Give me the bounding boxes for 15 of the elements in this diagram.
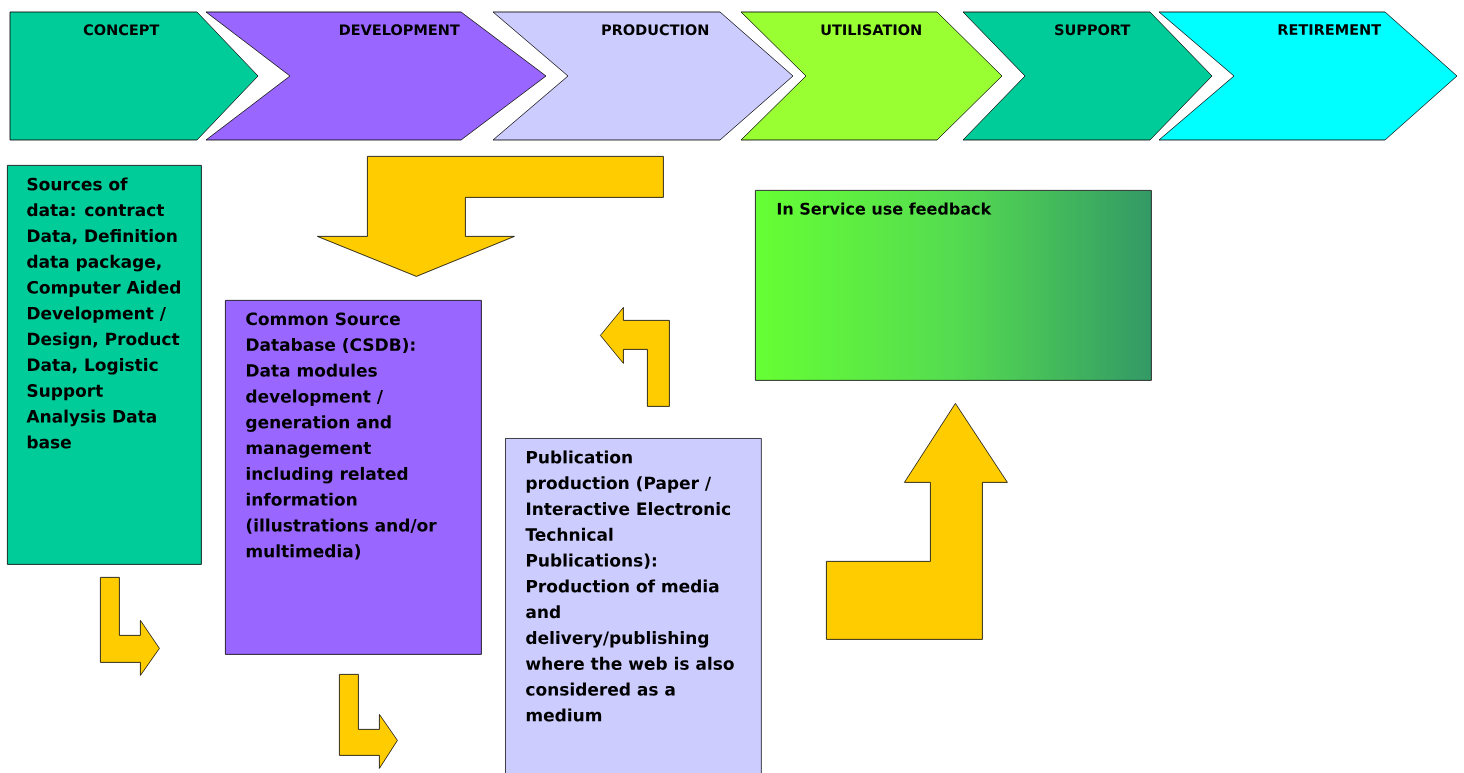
phase-banner: RETIREMENT	[1158, 11, 1458, 141]
phase-banner: SUPPORT	[962, 11, 1213, 141]
phase-banner: DEVELOPMENT	[205, 11, 547, 141]
block-arrow	[100, 577, 160, 676]
block-arrow	[317, 156, 664, 277]
text-box: Sources of data: contract Data, Definition data package, Computer Aided Development / Design, Product Data, Logistic Support Analysis Data base	[7, 165, 202, 565]
block-arrow	[339, 674, 398, 769]
block-arrow	[600, 307, 670, 407]
text-box: Common Source Database (CSDB): Data modules development / generation and management including related information (illustrations and/or multimedia)	[225, 300, 482, 655]
text-box: Publication production (Paper / Interactive Electronic Technical Publications): Production of media and delivery/publishing where the web is also considered as a medium	[505, 438, 762, 773]
block-arrow	[826, 403, 1008, 640]
phase-banner: UTILISATION	[740, 11, 1003, 141]
phase-banner: PRODUCTION	[492, 11, 794, 141]
text-box: In Service use feedback	[755, 190, 1152, 381]
phase-banner: CONCEPT	[9, 11, 259, 141]
